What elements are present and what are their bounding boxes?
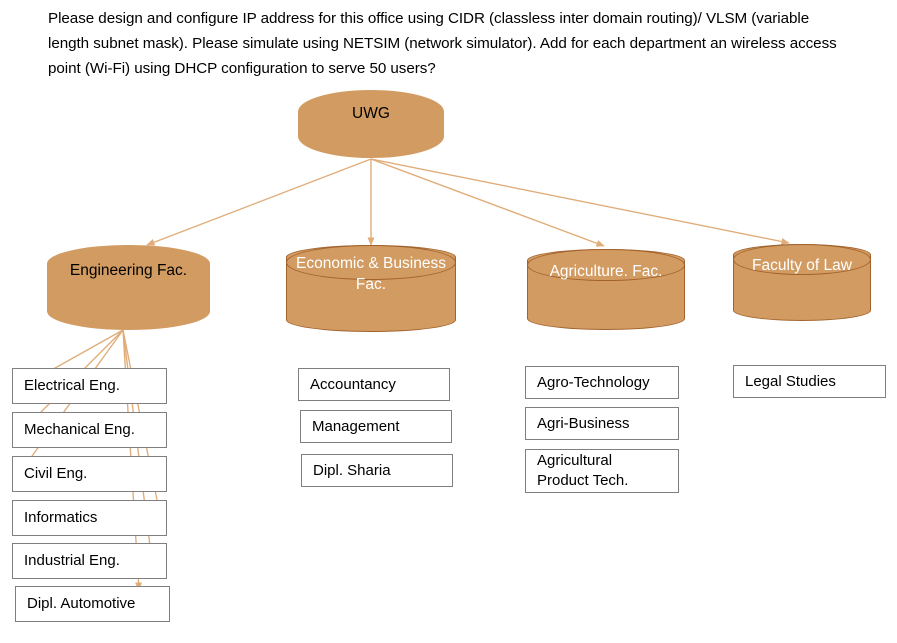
cylinder-body xyxy=(47,245,210,330)
node-faculty-of-law[interactable]: Faculty of Law xyxy=(733,244,871,321)
dept-box-industrial-eng[interactable]: Industrial Eng. xyxy=(12,543,167,579)
dept-label: Electrical Eng. xyxy=(24,377,120,394)
dept-box-accountancy[interactable]: Accountancy xyxy=(298,368,450,401)
dept-label: Civil Eng. xyxy=(24,465,88,482)
node-engineering-fac[interactable]: Engineering Fac. xyxy=(47,245,210,330)
dept-label: Agricultural Product Tech. xyxy=(537,452,629,489)
dept-box-agricultural-product-tech[interactable]: Agricultural Product Tech. xyxy=(525,449,679,493)
cylinder-top xyxy=(733,244,871,275)
dept-box-dipl-automotive[interactable]: Dipl. Automotive xyxy=(15,586,170,622)
dept-label: Dipl. Sharia xyxy=(313,461,391,479)
dept-box-dipl-sharia[interactable]: Dipl. Sharia xyxy=(301,454,453,487)
dept-box-civil-eng[interactable]: Civil Eng. xyxy=(12,456,167,492)
prompt-paragraph: Please design and configure IP address f… xyxy=(48,10,837,77)
dept-label: Accountancy xyxy=(310,375,396,393)
edge-uwg-to-agriculture xyxy=(370,158,605,247)
dept-label: Industrial Eng. xyxy=(24,552,120,569)
dept-box-legal-studies[interactable]: Legal Studies xyxy=(733,365,886,398)
node-uwg[interactable]: UWG xyxy=(298,90,444,158)
node-agriculture-fac[interactable]: Agriculture. Fac. xyxy=(527,249,685,330)
dept-box-mechanical-eng[interactable]: Mechanical Eng. xyxy=(12,412,167,448)
dept-label: Informatics xyxy=(24,509,98,526)
dept-label: Mechanical Eng. xyxy=(24,421,135,438)
dept-box-informatics[interactable]: Informatics xyxy=(12,500,167,536)
node-economic-business-fac[interactable]: Economic & Business Fac. xyxy=(286,245,456,332)
dept-label: Dipl. Automotive xyxy=(27,595,136,612)
dept-label: Agro-Technology xyxy=(537,373,650,391)
node-uwg-label: UWG xyxy=(352,105,390,122)
dept-box-agri-business[interactable]: Agri-Business xyxy=(525,407,679,440)
dept-box-agro-technology[interactable]: Agro-Technology xyxy=(525,366,679,399)
dept-box-electrical-eng[interactable]: Electrical Eng. xyxy=(12,368,167,404)
cylinder-top xyxy=(527,249,685,282)
edge-uwg-to-engineering xyxy=(146,158,372,246)
dept-label: Management xyxy=(312,417,400,435)
dept-box-management[interactable]: Management xyxy=(300,410,452,443)
cylinder-top xyxy=(286,245,456,280)
edge-uwg-to-law xyxy=(370,158,790,245)
dept-label: Agri-Business xyxy=(537,414,630,432)
dept-label: Legal Studies xyxy=(745,372,836,390)
